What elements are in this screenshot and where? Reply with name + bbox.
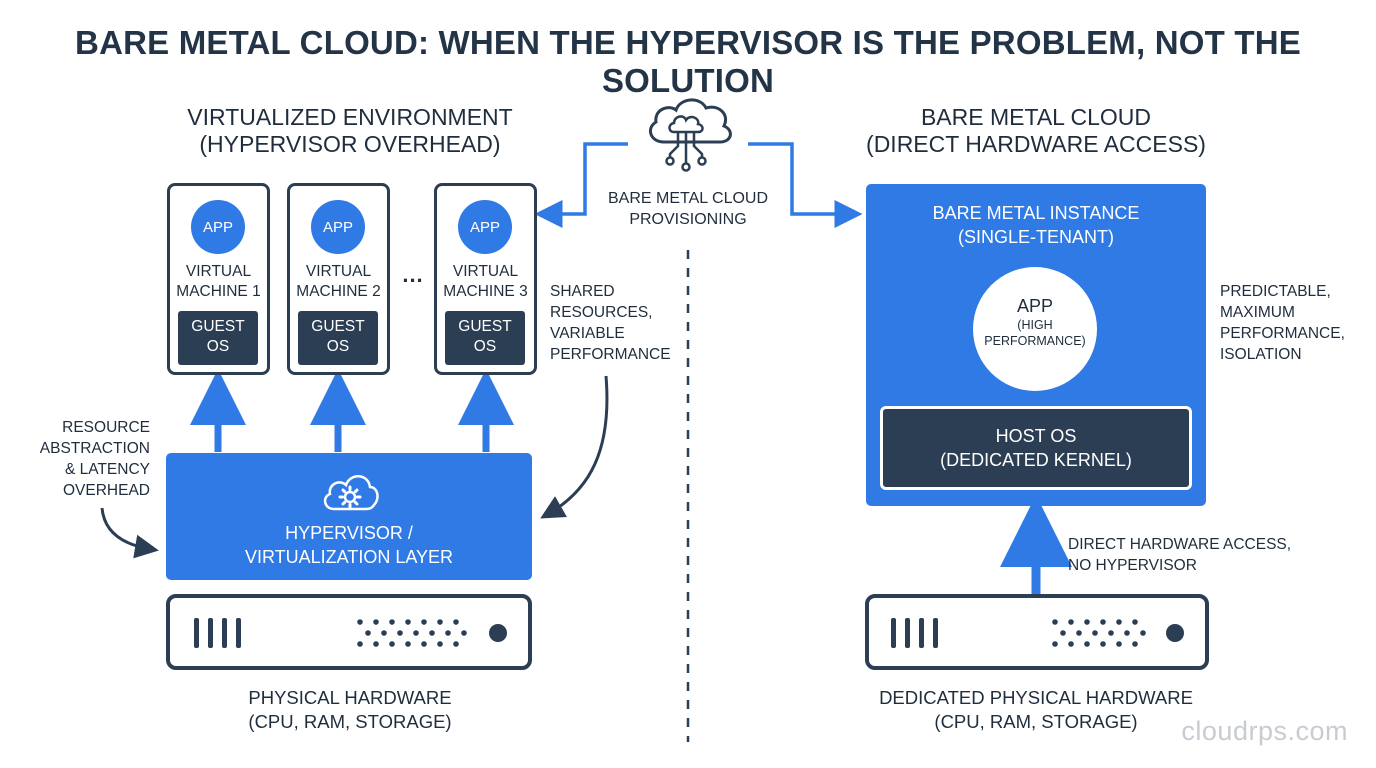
vm-label-line-1: VIRTUAL xyxy=(452,263,519,280)
guest-os-line-1: GUEST xyxy=(191,318,245,335)
high-performance-app: APP (HIGH PERFORMANCE) xyxy=(973,267,1097,391)
guest-os-line-1: GUEST xyxy=(458,318,512,335)
bare-metal-instance-title: BARE METAL INSTANCE (SINGLE-TENANT) xyxy=(866,201,1206,249)
vm-app-badge: APP xyxy=(191,200,245,254)
right-heading-line-2: (DIRECT HARDWARE ACCESS) xyxy=(866,131,1206,157)
right-hardware-caption: DEDICATED PHYSICAL HARDWARE (CPU, RAM, S… xyxy=(856,686,1216,734)
watermark: cloudrps.com xyxy=(1181,716,1348,746)
virtual-machine-card: APP VIRTUAL MACHINE 2 GUEST OS xyxy=(287,183,390,375)
guest-os-box: GUEST OS xyxy=(298,311,378,365)
left-hardware-line-1: PHYSICAL HARDWARE xyxy=(248,687,452,708)
resource-note-arrow xyxy=(100,507,159,559)
benefit-note: PREDICTABLE, MAXIMUM PERFORMANCE, ISOLAT… xyxy=(1220,281,1370,365)
vm-label-line-2: MACHINE 1 xyxy=(176,283,261,300)
left-heading-line-2: (HYPERVISOR OVERHEAD) xyxy=(199,131,501,157)
page-title: BARE METAL CLOUD: WHEN THE HYPERVISOR IS… xyxy=(75,24,1301,99)
right-heading: BARE METAL CLOUD (DIRECT HARDWARE ACCESS… xyxy=(836,104,1236,158)
host-os-line-1: HOST OS xyxy=(995,426,1077,446)
shared-note-line-1: SHARED xyxy=(550,283,615,300)
resource-note-line-3: & LATENCY xyxy=(65,461,150,478)
left-hardware-line-2: (CPU, RAM, STORAGE) xyxy=(248,711,452,732)
virtual-machine-card: APP VIRTUAL MACHINE 1 GUEST OS xyxy=(167,183,270,375)
guest-os-line-2: OS xyxy=(206,338,230,355)
app-sub-line-1: (HIGH xyxy=(1017,318,1053,332)
benefit-line-1: PREDICTABLE, xyxy=(1220,283,1331,300)
vm-label-line-2: MACHINE 2 xyxy=(296,283,381,300)
provisioning-label: BARE METAL CLOUD PROVISIONING xyxy=(588,188,788,230)
direct-access-note: DIRECT HARDWARE ACCESS, NO HYPERVISOR xyxy=(1068,534,1328,576)
right-hardware-line-1: DEDICATED PHYSICAL HARDWARE xyxy=(879,687,1193,708)
vm-app-badge: APP xyxy=(311,200,365,254)
hypervisor-line-1: HYPERVISOR / xyxy=(285,523,413,543)
hypervisor-label: HYPERVISOR / VIRTUALIZATION LAYER xyxy=(166,521,532,569)
vm-label: VIRTUAL MACHINE 2 xyxy=(290,262,387,302)
app-sub-line-2: PERFORMANCE) xyxy=(984,334,1086,348)
vm-label-line-1: VIRTUAL xyxy=(305,263,372,280)
shared-note-line-2: RESOURCES, xyxy=(550,304,653,321)
server-icon xyxy=(865,594,1209,670)
vm-label: VIRTUAL MACHINE 3 xyxy=(437,262,534,302)
guest-os-box: GUEST OS xyxy=(445,311,525,365)
direct-line-2: NO HYPERVISOR xyxy=(1068,557,1197,574)
instance-line-1: BARE METAL INSTANCE xyxy=(932,203,1140,223)
vm-label-line-2: MACHINE 3 xyxy=(443,283,528,300)
cloud-network-icon xyxy=(634,94,742,174)
shared-resources-note: SHARED RESOURCES, VARIABLE PERFORMANCE xyxy=(550,281,690,365)
shared-note-line-4: PERFORMANCE xyxy=(550,346,671,363)
app-label: APP xyxy=(1016,296,1054,316)
vm-app-badge: APP xyxy=(458,200,512,254)
benefit-line-4: ISOLATION xyxy=(1220,346,1302,363)
virtual-machine-card: APP VIRTUAL MACHINE 3 GUEST OS xyxy=(434,183,537,375)
vm-label-line-1: VIRTUAL xyxy=(185,263,252,280)
hypervisor-line-2: VIRTUALIZATION LAYER xyxy=(244,547,454,567)
guest-os-line-2: OS xyxy=(326,338,350,355)
right-hardware-line-2: (CPU, RAM, STORAGE) xyxy=(934,711,1138,732)
guest-os-line-1: GUEST xyxy=(311,318,365,335)
server-icon xyxy=(166,594,532,670)
vm-ellipsis: ... xyxy=(402,262,424,287)
resource-note-line-4: OVERHEAD xyxy=(63,482,150,499)
cloud-gear-icon xyxy=(318,463,380,517)
shared-note-arrow xyxy=(540,375,609,519)
provisioning-line-2: PROVISIONING xyxy=(629,211,747,228)
provision-arrow-left xyxy=(534,142,628,228)
provision-arrow-right xyxy=(748,142,863,228)
host-os-box: HOST OS (DEDICATED KERNEL) xyxy=(880,406,1192,490)
shared-note-line-3: VARIABLE xyxy=(550,325,625,342)
guest-os-line-2: OS xyxy=(473,338,497,355)
benefit-line-2: MAXIMUM xyxy=(1220,304,1295,321)
hypervisor-layer: HYPERVISOR / VIRTUALIZATION LAYER xyxy=(166,453,532,580)
left-hardware-caption: PHYSICAL HARDWARE (CPU, RAM, STORAGE) xyxy=(200,686,500,734)
resource-note-line-1: RESOURCE xyxy=(62,419,150,436)
resource-note-line-2: ABSTRACTION xyxy=(39,440,150,457)
guest-os-box: GUEST OS xyxy=(178,311,258,365)
vm-label: VIRTUAL MACHINE 1 xyxy=(170,262,267,302)
resource-abstraction-note: RESOURCE ABSTRACTION & LATENCY OVERHEAD xyxy=(14,417,150,501)
provisioning-line-1: BARE METAL CLOUD xyxy=(607,190,769,207)
host-os-line-2: (DEDICATED KERNEL) xyxy=(940,450,1132,470)
benefit-line-3: PERFORMANCE, xyxy=(1220,325,1345,342)
instance-line-2: (SINGLE-TENANT) xyxy=(957,227,1114,247)
left-heading-line-1: VIRTUALIZED ENVIRONMENT xyxy=(187,104,513,130)
left-heading: VIRTUALIZED ENVIRONMENT (HYPERVISOR OVER… xyxy=(170,104,530,158)
right-heading-line-1: BARE METAL CLOUD xyxy=(920,104,1152,130)
direct-line-1: DIRECT HARDWARE ACCESS, xyxy=(1068,536,1292,553)
bare-metal-instance: BARE METAL INSTANCE (SINGLE-TENANT) APP … xyxy=(866,184,1206,506)
